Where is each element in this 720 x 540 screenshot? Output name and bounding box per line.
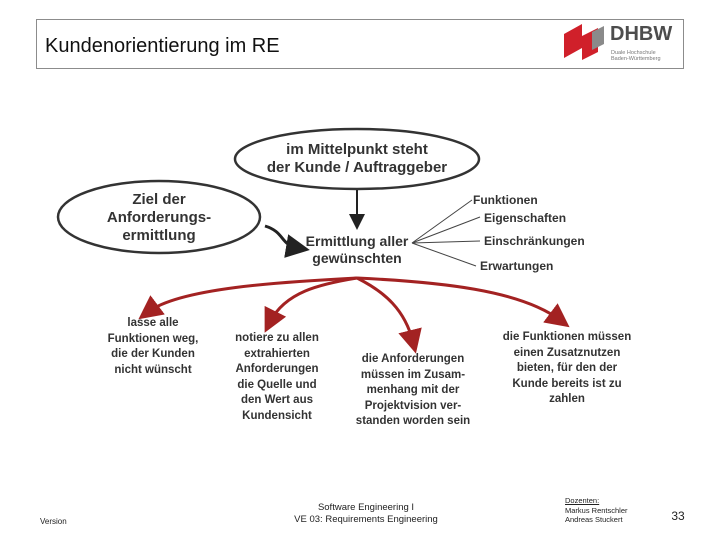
page-number: 33 bbox=[671, 509, 685, 523]
footer-lecturers: Dozenten: Markus Rentschler Andreas Stuc… bbox=[565, 496, 628, 525]
footer-course-line-1: Software Engineering I bbox=[317, 502, 415, 513]
center-top-oval bbox=[233, 127, 481, 191]
logo-subline-1: Duale Hochschule bbox=[611, 50, 656, 56]
footer-course: Software Engineering I VE 03: Requiremen… bbox=[276, 502, 456, 526]
red-arrow-4 bbox=[356, 276, 570, 328]
red-arrow-3 bbox=[356, 276, 422, 354]
dhbw-logo: DHBW Duale Hochschule Baden-Württemberg bbox=[562, 22, 680, 66]
lecturer-1: Markus Rentschler bbox=[565, 505, 628, 515]
goal-oval bbox=[56, 179, 262, 255]
center-top-label: im Mittelpunkt steht der Kunde / Auftrag… bbox=[266, 141, 448, 176]
list-item-eigenschaften: Eigenschaften bbox=[484, 211, 567, 225]
footer-course-line-2: VE 03: Requirements Engineering bbox=[294, 514, 438, 525]
outcome-4: die Funktionen müssen einen Zusatznutzen… bbox=[502, 331, 632, 405]
footer-version: Version bbox=[40, 517, 67, 526]
center-label: Ermittlung aller gewünschten bbox=[305, 233, 409, 266]
lecturer-label: Dozenten: bbox=[565, 496, 600, 505]
red-arrow-2 bbox=[264, 276, 358, 333]
logo-mark-icon bbox=[564, 24, 604, 60]
outcome-2: notiere zu allen extrahierten Anforderun… bbox=[235, 332, 319, 422]
outcome-1: lasse alle Funktionen weg, die der Kunde… bbox=[107, 317, 199, 376]
list-item-einschraenkungen: Einschränkungen bbox=[484, 234, 585, 248]
arrow-goal-to-center bbox=[264, 224, 310, 258]
slide-title: Kundenorientierung im RE bbox=[45, 35, 280, 57]
goal-label: Ziel der Anforderungs- ermittlung bbox=[106, 191, 212, 244]
logo-subline-2: Baden-Württemberg bbox=[611, 56, 661, 62]
line-einschraenkungen bbox=[411, 240, 481, 244]
line-erwartungen bbox=[411, 242, 477, 267]
lecturer-2: Andreas Stuckert bbox=[565, 515, 623, 524]
list-item-funktionen: Funktionen bbox=[473, 193, 538, 207]
red-arrow-1 bbox=[138, 276, 358, 320]
line-funktionen bbox=[411, 199, 473, 244]
line-eigenschaften bbox=[411, 216, 481, 244]
outcome-3: die Anforderungen müssen im Zusam- menha… bbox=[355, 353, 471, 427]
logo-wordmark: DHBW bbox=[610, 23, 673, 45]
list-item-erwartungen: Erwartungen bbox=[480, 259, 554, 273]
